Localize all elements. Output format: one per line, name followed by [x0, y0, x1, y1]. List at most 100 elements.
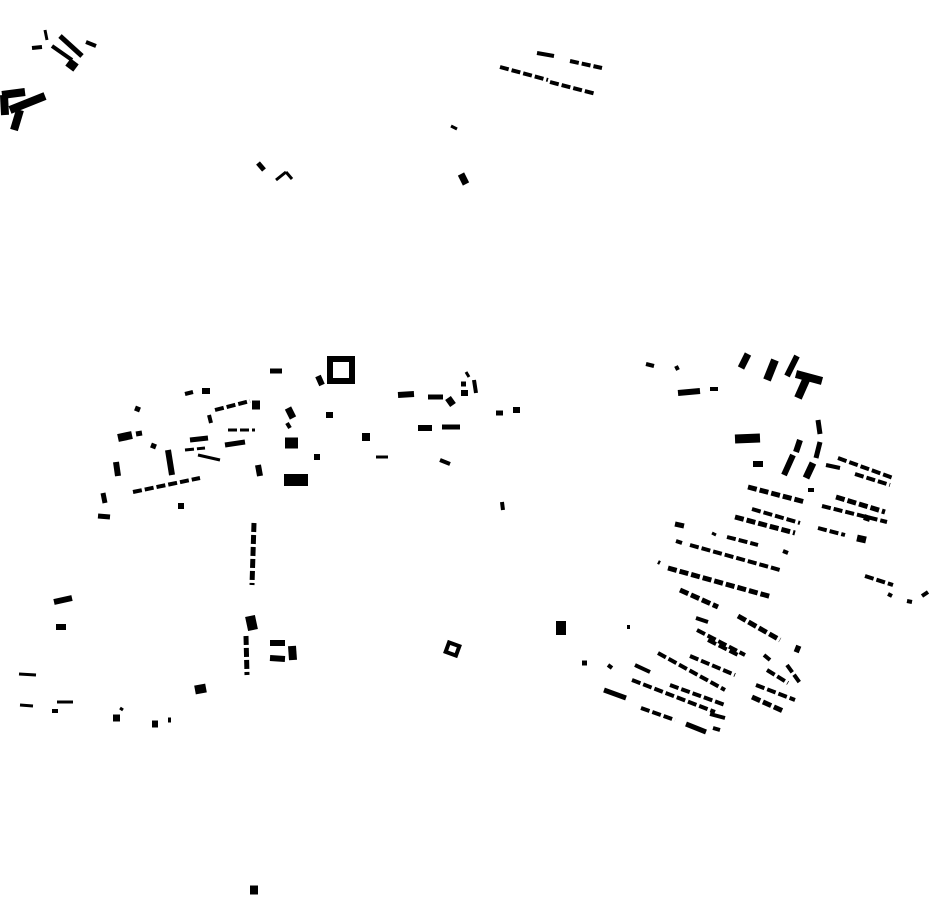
building-footprint	[269, 655, 286, 662]
building-footprint	[689, 654, 736, 677]
building-footprint	[763, 358, 779, 382]
building-footprint	[825, 463, 841, 470]
building-footprint	[245, 614, 258, 632]
building-footprint	[657, 651, 726, 692]
building-footprint	[657, 560, 661, 565]
building-footprint	[765, 668, 790, 685]
building-footprint	[817, 526, 846, 537]
building-footprint	[214, 399, 251, 412]
building-footprint	[675, 539, 683, 545]
building-footprint	[781, 453, 796, 477]
courtyard-building	[327, 356, 355, 384]
building-footprint	[709, 712, 726, 720]
buildings-layer	[0, 29, 930, 895]
building-footprint	[794, 378, 810, 400]
building-footprint	[249, 522, 257, 586]
building-footprint	[439, 458, 451, 466]
building-footprint	[450, 124, 458, 131]
building-footprint	[284, 406, 297, 420]
building-footprint	[53, 595, 73, 605]
building-footprint	[194, 683, 207, 695]
building-footprint	[113, 461, 121, 477]
building-footprint	[207, 414, 213, 424]
building-footprint	[18, 672, 37, 677]
building-footprint	[50, 44, 74, 62]
building-footprint	[821, 504, 888, 524]
building-footprint	[667, 565, 773, 600]
building-footprint	[813, 441, 823, 459]
building-footprint	[603, 687, 627, 701]
building-footprint	[65, 58, 79, 72]
building-footprint	[536, 51, 555, 58]
building-footprint	[815, 419, 823, 435]
courtyard-building	[443, 639, 462, 659]
building-footprint	[707, 638, 741, 658]
building-footprint	[755, 683, 796, 702]
building-footprint	[315, 374, 325, 387]
building-footprint	[737, 352, 752, 370]
building-footprint	[457, 172, 470, 186]
building-footprint	[793, 439, 803, 453]
building-footprint	[445, 395, 456, 408]
building-footprint	[184, 390, 194, 396]
building-footprint	[835, 494, 886, 515]
building-footprint	[255, 464, 263, 477]
building-footprint	[696, 628, 746, 657]
building-footprint	[920, 590, 930, 598]
building-footprint	[284, 171, 294, 180]
building-footprint	[19, 703, 34, 708]
building-footprint	[645, 362, 655, 368]
building-footprint	[856, 534, 867, 544]
building-footprint	[135, 430, 143, 437]
building-footprint	[397, 391, 415, 398]
building-footprint	[606, 663, 614, 670]
building-footprint	[854, 472, 891, 487]
building-footprint	[275, 170, 287, 182]
building-footprint	[751, 507, 801, 525]
building-footprint	[802, 461, 817, 480]
building-footprint	[97, 513, 111, 520]
building-footprint	[472, 379, 478, 394]
building-footprint	[712, 726, 721, 732]
building-footprint	[634, 663, 651, 674]
building-footprint	[184, 446, 206, 452]
building-footprint	[711, 531, 717, 537]
building-footprint	[58, 34, 84, 58]
building-footprint	[569, 59, 603, 70]
building-footprint	[837, 456, 894, 480]
building-footprint	[734, 514, 796, 536]
building-footprint	[150, 442, 157, 450]
building-footprint	[782, 549, 789, 555]
building-footprint	[85, 40, 97, 48]
building-footprint	[256, 161, 266, 172]
building-footprint	[695, 616, 709, 624]
building-footprint	[197, 453, 221, 462]
building-footprint	[640, 706, 676, 722]
building-footprint	[631, 678, 716, 714]
building-footprint	[499, 65, 549, 82]
building-footprint	[887, 592, 893, 598]
building-footprint	[674, 365, 680, 371]
building-footprint	[224, 439, 246, 448]
building-footprint	[864, 574, 894, 587]
building-footprint	[674, 521, 685, 529]
building-footprint	[677, 388, 701, 396]
building-footprint	[689, 543, 781, 572]
building-footprint	[785, 663, 802, 685]
building-footprint	[906, 599, 913, 604]
building-footprint	[794, 370, 824, 385]
building-footprint	[0, 94, 9, 116]
building-footprint	[119, 706, 124, 712]
building-footprint	[762, 653, 772, 662]
building-footprint	[43, 29, 49, 41]
building-footprint	[8, 92, 47, 114]
building-footprint	[863, 514, 871, 522]
building-footprint	[464, 371, 471, 378]
building-footprint	[288, 645, 297, 661]
building-footprint	[747, 484, 806, 505]
building-footprint	[726, 535, 759, 547]
building-footprint	[165, 449, 175, 476]
building-footprint	[793, 644, 802, 654]
building-footprint	[189, 435, 209, 443]
